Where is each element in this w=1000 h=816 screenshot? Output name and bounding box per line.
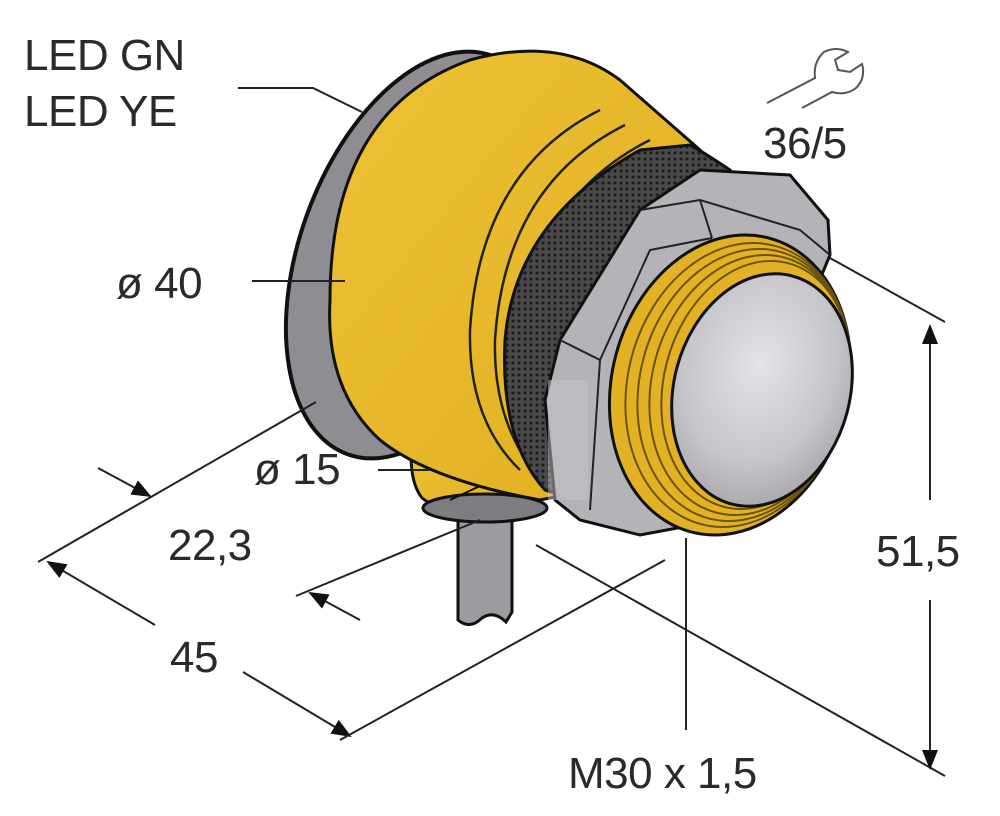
sensing-face — [670, 272, 854, 508]
arrow-45-left — [46, 560, 156, 626]
label-length-45: 45 — [170, 633, 218, 682]
label-wrench-size: 36/5 — [763, 119, 847, 168]
led-leader-line — [238, 87, 363, 113]
label-diameter-15: ø 15 — [254, 445, 341, 494]
arrow-22-3-left — [97, 467, 152, 497]
ext-line-top — [829, 257, 946, 323]
cable — [456, 503, 514, 626]
label-led-gn: LED GN — [24, 31, 185, 80]
ext-line-connector — [295, 519, 481, 597]
ext-line-diagonal — [535, 544, 946, 777]
label-depth-22-3: 22,3 — [168, 521, 252, 570]
label-led-ye: LED YE — [24, 87, 177, 136]
label-diameter-40: ø 40 — [116, 259, 203, 308]
label-thread-m30: M30 x 1,5 — [568, 749, 757, 798]
arrow-22-3-right — [308, 592, 361, 621]
ext-line-45-bottom — [339, 559, 666, 741]
dimension-lines — [37, 87, 946, 777]
ext-line-left-upper — [37, 401, 317, 563]
label-height-51-5: 51,5 — [876, 527, 960, 576]
arrow-45-right — [242, 671, 352, 738]
wrench-icon — [766, 48, 865, 109]
